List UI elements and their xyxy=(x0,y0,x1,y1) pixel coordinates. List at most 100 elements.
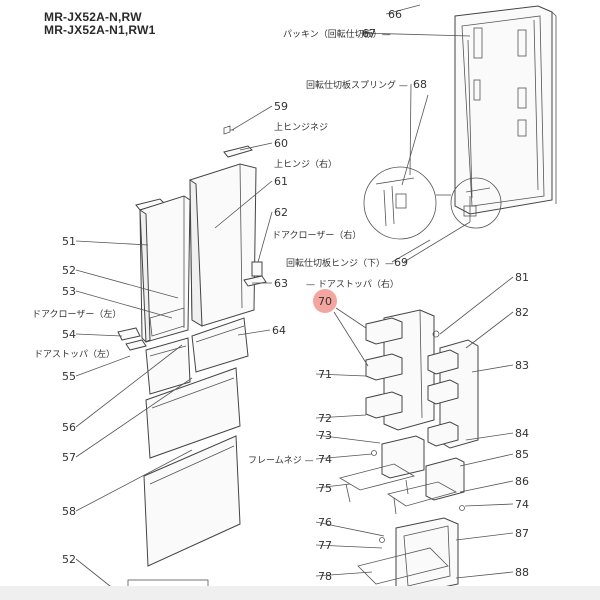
highlighted-part-badge[interactable] xyxy=(313,289,337,313)
callout-78[interactable]: 78 xyxy=(315,570,373,583)
leader-line xyxy=(315,544,383,549)
callout-51[interactable]: 51 xyxy=(62,235,149,248)
callout-88[interactable]: 88 xyxy=(455,566,529,579)
part-number: 54 xyxy=(62,328,76,341)
leader-line xyxy=(471,364,514,373)
model-title-1: MR-JX52A-N,RW xyxy=(44,10,142,24)
callout-55[interactable]: 55 ドアストッパ（左） xyxy=(34,348,131,383)
leader-line xyxy=(239,142,273,151)
callout-86[interactable]: 86 xyxy=(459,475,529,493)
part-label: ドアクローザー（右） xyxy=(272,229,361,241)
part-label: 回転仕切板スプリング — xyxy=(306,79,408,91)
leader-line xyxy=(455,532,514,541)
part-label: 回転仕切板ヒンジ（下）— xyxy=(286,257,394,269)
part-number: 74 xyxy=(318,453,332,466)
part-label: 上ヒンジ（右） xyxy=(274,158,337,170)
callout-83[interactable]: 83 xyxy=(471,359,529,373)
callout-54[interactable]: 54 ドアクローザー（左） xyxy=(32,308,123,341)
leader-line xyxy=(465,432,514,441)
drawer-frames xyxy=(338,435,465,595)
callout-74b[interactable]: 74 xyxy=(464,498,529,511)
callout-52a[interactable]: 52 xyxy=(62,264,179,299)
part-label: ドアクローザー（左） xyxy=(32,308,121,320)
part-number: 84 xyxy=(515,427,529,440)
leader-line xyxy=(257,211,273,263)
leader-line xyxy=(75,449,193,512)
part-number: 88 xyxy=(515,566,529,579)
callout-52b[interactable]: 52 xyxy=(62,553,116,591)
part-number: 55 xyxy=(62,370,76,383)
bottom-scroll-strip xyxy=(0,586,600,600)
callout-57[interactable]: 57 xyxy=(62,377,193,464)
leader-line xyxy=(75,290,173,319)
leader-line xyxy=(464,503,514,507)
leader-line xyxy=(385,4,421,15)
callout-77[interactable]: 77 xyxy=(315,539,383,552)
callout-74a[interactable]: 74 フレームネジ — xyxy=(248,453,373,466)
leader-line xyxy=(455,571,514,579)
callout-66[interactable]: 66 xyxy=(385,4,421,21)
part-number: 63 xyxy=(274,277,288,290)
callout-56[interactable]: 56 xyxy=(62,344,183,434)
part-number: 85 xyxy=(515,448,529,461)
leader-line xyxy=(459,480,514,493)
callout-84[interactable]: 84 xyxy=(465,427,529,441)
callout-81[interactable]: 81 xyxy=(439,271,529,335)
callout-82[interactable]: 82 xyxy=(465,306,529,349)
part-number: 52 xyxy=(62,264,76,277)
detail-circles xyxy=(363,94,502,263)
part-label: フレームネジ — xyxy=(248,455,314,466)
part-label: ドアストッパ（左） xyxy=(34,348,115,360)
leader-line xyxy=(315,373,367,377)
callout-85[interactable]: 85 xyxy=(459,448,529,467)
part-number: 69 xyxy=(394,256,408,269)
highlighted-part-number: 70 xyxy=(318,295,332,308)
part-number: 77 xyxy=(318,539,332,552)
leader-line xyxy=(75,333,123,337)
part-number: 72 xyxy=(318,412,332,425)
part-label: — ドアストッパ（右） xyxy=(306,278,399,290)
leader-line xyxy=(315,434,381,444)
leader-line xyxy=(465,311,514,349)
leader-line xyxy=(315,521,385,537)
callout-58[interactable]: 58 xyxy=(62,449,193,518)
part-number: 86 xyxy=(515,475,529,488)
part-number: 57 xyxy=(62,451,76,464)
callout-63[interactable]: 63 — ドアストッパ（右） xyxy=(252,277,399,290)
callout-61[interactable]: 61 xyxy=(214,175,288,229)
part-number: 82 xyxy=(515,306,529,319)
part-number: 75 xyxy=(318,482,332,495)
leader-line xyxy=(231,105,273,131)
leader-line xyxy=(75,377,193,458)
callout-72[interactable]: 72 xyxy=(315,412,367,425)
leader-line xyxy=(237,329,271,336)
part-number: 87 xyxy=(515,527,529,540)
callout-73[interactable]: 73 xyxy=(315,429,381,444)
part-number: 51 xyxy=(62,235,76,248)
door-pockets xyxy=(365,309,479,449)
callout-53[interactable]: 53 xyxy=(62,285,173,319)
part-number: 64 xyxy=(272,324,286,337)
callout-76[interactable]: 76 xyxy=(315,516,385,537)
part-number: 53 xyxy=(62,285,76,298)
part-number: 52 xyxy=(62,553,76,566)
left-door-51 xyxy=(139,195,191,343)
part-number: 74 xyxy=(515,498,529,511)
callout-71[interactable]: 71 xyxy=(315,368,367,381)
drawer-panels xyxy=(127,317,249,599)
part-number: 71 xyxy=(318,368,332,381)
callout-87[interactable]: 87 xyxy=(455,527,529,541)
right-door-61 xyxy=(189,163,257,327)
leader-line xyxy=(75,240,149,246)
callout-64[interactable]: 64 xyxy=(237,324,286,337)
callout-75[interactable]: 75 xyxy=(315,482,351,495)
